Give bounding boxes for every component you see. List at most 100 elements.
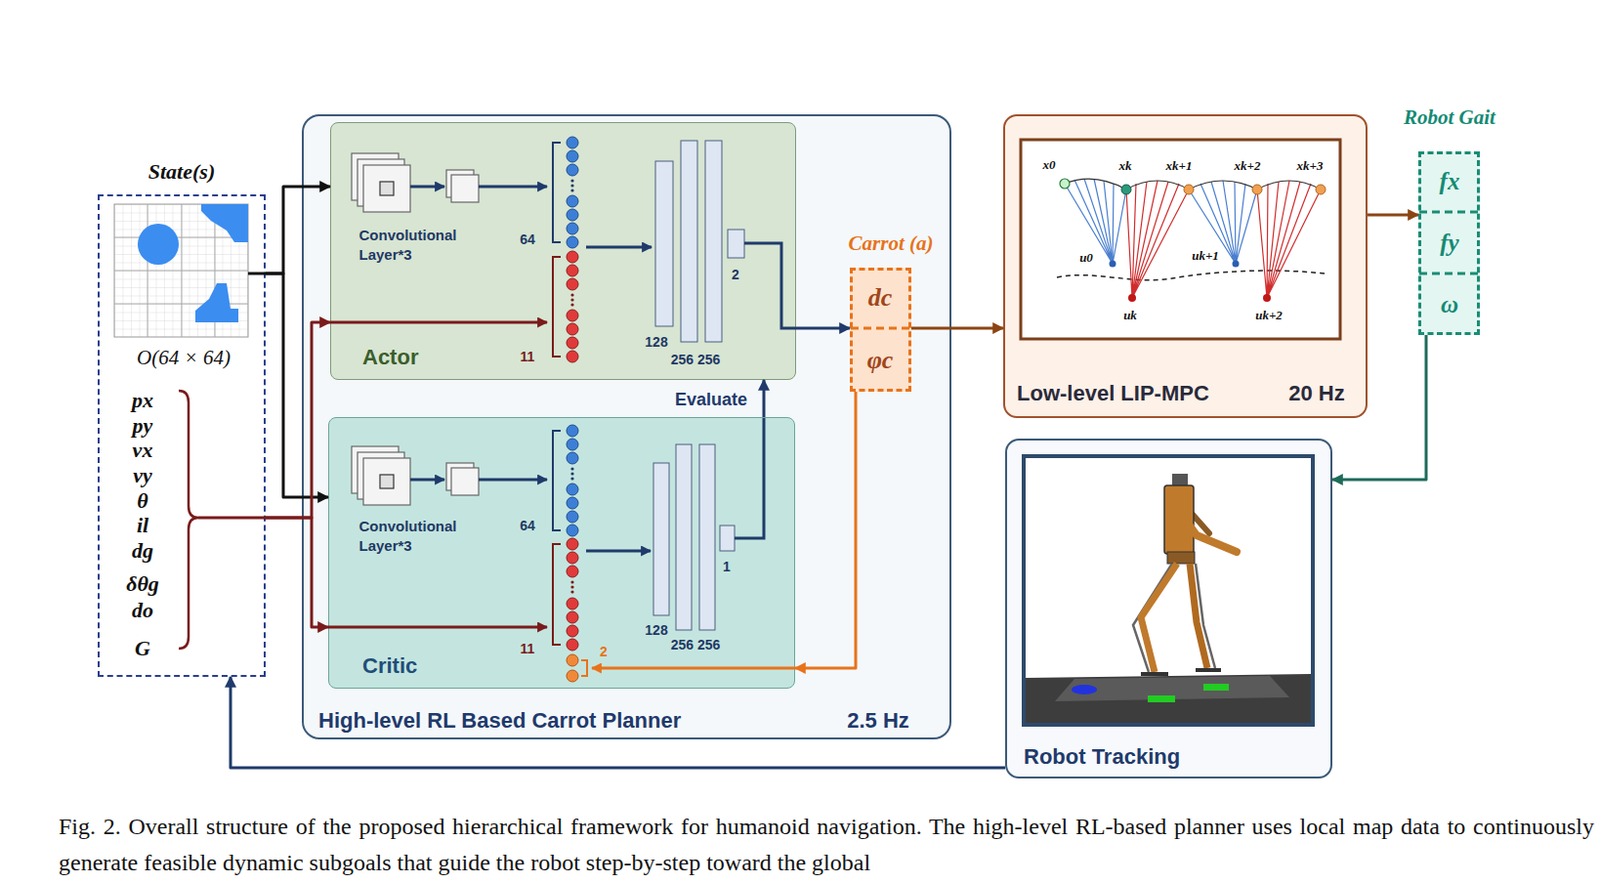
state-point: xk+3 — [1297, 159, 1324, 174]
critic-network-part — [478, 478, 548, 482]
critic-network-part — [570, 580, 574, 584]
actor-network-part — [566, 150, 579, 163]
actor-network-part — [570, 183, 574, 187]
actor-network-part — [410, 185, 445, 189]
state-variable: il — [136, 512, 149, 538]
actor-network-part — [570, 293, 574, 306]
actor-network-part — [570, 293, 574, 296]
state-variable: dg — [131, 538, 154, 563]
critic-network-part — [566, 483, 579, 496]
critic-network-part — [734, 418, 764, 539]
lip-walking-illustration-part — [1064, 178, 1258, 264]
edge-label: Evaluate — [674, 389, 748, 411]
critic-network-part — [566, 611, 579, 624]
state-point: xk+1 — [1166, 159, 1193, 174]
critic-network-part — [552, 430, 561, 531]
box-title: Actor — [362, 344, 419, 370]
state-variable: py — [132, 413, 154, 438]
actor-network-part — [330, 321, 548, 325]
robot-simulation-picture-part — [1054, 675, 1290, 702]
occupancy-map — [114, 204, 249, 337]
critic-network-part — [566, 551, 579, 564]
critic-network-part — [566, 452, 579, 464]
critic-network-part — [566, 538, 579, 651]
critic-network-part — [570, 476, 574, 480]
critic-network-part — [586, 549, 651, 553]
robot-simulation-picture-part — [1186, 507, 1210, 534]
critic-network-part — [566, 438, 579, 451]
size-number: 2 — [731, 266, 740, 283]
actor-network-part — [566, 164, 579, 176]
foot-point: uk+2 — [1255, 308, 1283, 324]
actor-network-part — [566, 278, 579, 291]
actor-network-part — [570, 188, 574, 192]
actor-network-part — [357, 159, 405, 207]
lip-walking-illustration-part — [1126, 180, 1321, 298]
state-connectors-part — [178, 390, 199, 649]
gait-command: ω — [1440, 291, 1459, 320]
carrot-divider-part — [850, 327, 911, 331]
critic-network-part — [653, 463, 670, 616]
actor-network-part — [570, 178, 574, 182]
critic-network-part — [581, 660, 588, 676]
robot-simulation-picture-part — [1172, 473, 1188, 488]
carrot-box: Carrot (a)dcφc — [849, 267, 912, 392]
actor-network-part — [566, 136, 579, 149]
critic-network-part — [566, 625, 579, 637]
robot-simulation-picture-part — [1025, 673, 1311, 723]
lip-walking-illustration-part — [1232, 260, 1240, 268]
connector — [796, 327, 850, 331]
lip-walking-illustration-part — [1263, 294, 1271, 302]
box-title: Critic — [362, 653, 418, 678]
robot-simulation-picture-part — [1164, 485, 1194, 554]
critic-network-part — [719, 525, 735, 551]
actor-network-part — [363, 165, 411, 212]
state-connectors-part — [198, 516, 266, 520]
critic-network-part — [351, 446, 399, 494]
connector — [795, 391, 856, 669]
robot-simulation-picture-part — [1147, 695, 1176, 703]
gait-command: fx — [1439, 168, 1461, 197]
actor-network-part — [566, 336, 579, 349]
robot-simulation-picture-part — [1195, 563, 1216, 669]
state-point: xk+2 — [1234, 159, 1262, 174]
critic-network-part — [357, 452, 405, 500]
actor-network-part — [744, 243, 797, 329]
occupancy-map-part — [195, 283, 239, 323]
layer-note: Convolutional Layer*3 — [359, 225, 482, 264]
actor-network — [330, 136, 797, 363]
carrot-heading: Carrot (a) — [848, 231, 934, 255]
connector — [1367, 213, 1419, 217]
actor-network-part — [552, 142, 561, 243]
state-point: x0 — [1043, 158, 1056, 173]
critic-network-part — [566, 497, 579, 509]
state-connectors-part — [248, 272, 266, 276]
actor-network-part — [351, 153, 411, 212]
actor-network-part — [655, 161, 674, 327]
action-value: φc — [867, 345, 894, 376]
layer-note: Convolutional Layer*3 — [359, 516, 482, 555]
state-variable: δθg — [126, 571, 160, 596]
gait-dividers-part — [1419, 272, 1479, 276]
gait-dividers-part — [1419, 210, 1479, 214]
lip-walking-illustration-part — [1121, 184, 1132, 195]
figure-caption: Fig. 2. Overall structure of the propose… — [58, 808, 1595, 882]
critic-network-part — [570, 466, 574, 480]
actor-network-part — [566, 222, 579, 235]
robot-simulation-picture-part — [1203, 683, 1229, 691]
critic-network-part — [451, 467, 479, 496]
critic-network-part — [570, 471, 574, 475]
robot-simulation-picture-part — [1177, 507, 1237, 552]
actor-network-part — [566, 309, 579, 322]
size-number: 1 — [722, 558, 731, 575]
robot-simulation-picture — [1023, 456, 1313, 725]
critic-network-part — [653, 444, 735, 631]
gait-command: fy — [1439, 229, 1459, 258]
critic-network-part — [566, 654, 579, 682]
actor-network-part — [478, 185, 548, 189]
gait-dividers — [1419, 211, 1479, 274]
size-number: 256 256 — [671, 636, 721, 653]
